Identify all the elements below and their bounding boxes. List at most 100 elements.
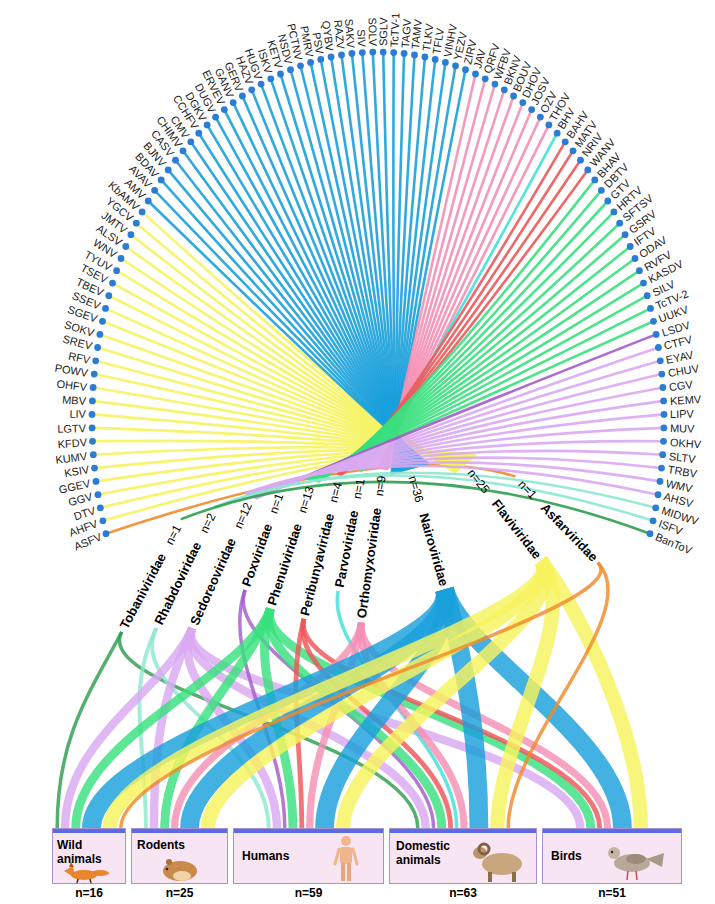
virus-dot [97, 504, 104, 511]
virus-label: CGV [668, 377, 693, 394]
virus-dot [640, 280, 647, 287]
host-frame: Wild animals [52, 828, 126, 884]
hamster-icon [163, 859, 197, 881]
host-band [508, 563, 608, 828]
family-label: Flaviviridaen=25 [464, 465, 545, 562]
virus-label: LGTV [57, 421, 86, 436]
host-count: n=59 [233, 886, 384, 900]
virus-dot [422, 54, 429, 61]
virus-dot [658, 465, 665, 472]
virus-label: LIPV [670, 407, 694, 421]
virus-dot [537, 114, 544, 121]
virus-dot [204, 122, 211, 129]
virus-dot [133, 220, 140, 227]
virus-dot [591, 177, 598, 184]
virus-dot [657, 478, 664, 485]
virus-dot [317, 56, 324, 63]
virus-dot [102, 305, 109, 312]
virus-dot [99, 318, 106, 325]
host-count: n=63 [389, 886, 537, 900]
virus-dot [472, 71, 479, 78]
host-count: n=25 [131, 886, 228, 900]
family-name: Nairoviridae [415, 511, 451, 588]
virus-dot [660, 438, 667, 445]
virus-dot [482, 75, 489, 82]
virus-dot [221, 106, 228, 113]
virus-dot [127, 231, 134, 238]
virus-label: MUV [670, 421, 695, 436]
virus-dot [554, 130, 561, 137]
host-name: Birds [551, 849, 611, 863]
virus-dot [650, 517, 657, 524]
family-count: n=4 [325, 480, 345, 504]
virus-dot [661, 411, 668, 418]
host-band [208, 561, 544, 828]
host-name: Domestic animals [396, 839, 470, 867]
virus-dot [89, 425, 96, 432]
virus-dot [660, 398, 667, 405]
family-count: n=13 [294, 484, 318, 515]
host-box: Humansn=59 [233, 828, 384, 902]
virus-dot [492, 81, 499, 88]
virus-dot [650, 318, 657, 325]
virus-dot [151, 187, 158, 194]
virus-dot [658, 371, 665, 378]
virus-dot [359, 49, 366, 56]
host-box: Wild animalsn=16 [52, 828, 126, 902]
virus-dot [562, 138, 569, 145]
human-icon [335, 836, 357, 881]
virus-dot [113, 267, 120, 274]
family-label: Nairoviridaen=36 [404, 474, 451, 588]
host-fills [52, 828, 682, 884]
virus-dot [380, 49, 387, 56]
virus-dot [97, 331, 104, 338]
family-name: Asfarviridae [537, 500, 601, 565]
virus-dot [369, 49, 376, 56]
virus-dot [90, 451, 97, 458]
family-count: n=25 [464, 465, 493, 496]
virus-dot [442, 59, 449, 66]
virus-dot [93, 478, 100, 485]
virus-dot [636, 267, 643, 274]
virus-dot [109, 280, 116, 287]
virus-dot [248, 86, 255, 93]
virus-dot [297, 62, 304, 69]
virus-dot [100, 517, 107, 524]
virus-dot [659, 451, 666, 458]
host-box: Birdsn=51 [542, 828, 682, 902]
virus-dot [105, 292, 112, 299]
virus-dot [570, 147, 577, 154]
virus-dot [411, 52, 418, 59]
virus-dot [118, 255, 125, 262]
host-name: Rodents [137, 838, 217, 852]
virus-dot [92, 357, 99, 364]
virus-label: KEMV [669, 391, 701, 407]
virus-ribbon [311, 259, 635, 480]
virus-dot [122, 243, 129, 250]
virus-dot [528, 106, 535, 113]
virus-dot [89, 398, 96, 405]
virus-dot [657, 357, 664, 364]
family-count: n=9 [371, 475, 390, 497]
virus-dot [452, 62, 459, 69]
virus-dot [95, 491, 102, 498]
host-box: Rodents n=25 [131, 828, 228, 902]
virus-dot [180, 147, 187, 154]
virus-dot [616, 220, 623, 227]
virus-dot [644, 292, 651, 299]
virus-label: MBV [62, 392, 87, 408]
virus-dot [165, 167, 172, 174]
host-name: Wild animals [57, 838, 123, 866]
virus-dot [655, 491, 662, 498]
virus-dot [328, 54, 335, 61]
virus-dot [258, 81, 265, 88]
virus-dot [139, 209, 146, 216]
virus-dot [338, 52, 345, 59]
virus-dot [212, 114, 219, 121]
virus-dot [103, 530, 110, 537]
virus-dot [94, 344, 101, 351]
host-box: Domestic animals n=63 [389, 828, 537, 902]
virus-ribbon [256, 361, 661, 498]
family-count: n=1 [266, 491, 288, 516]
